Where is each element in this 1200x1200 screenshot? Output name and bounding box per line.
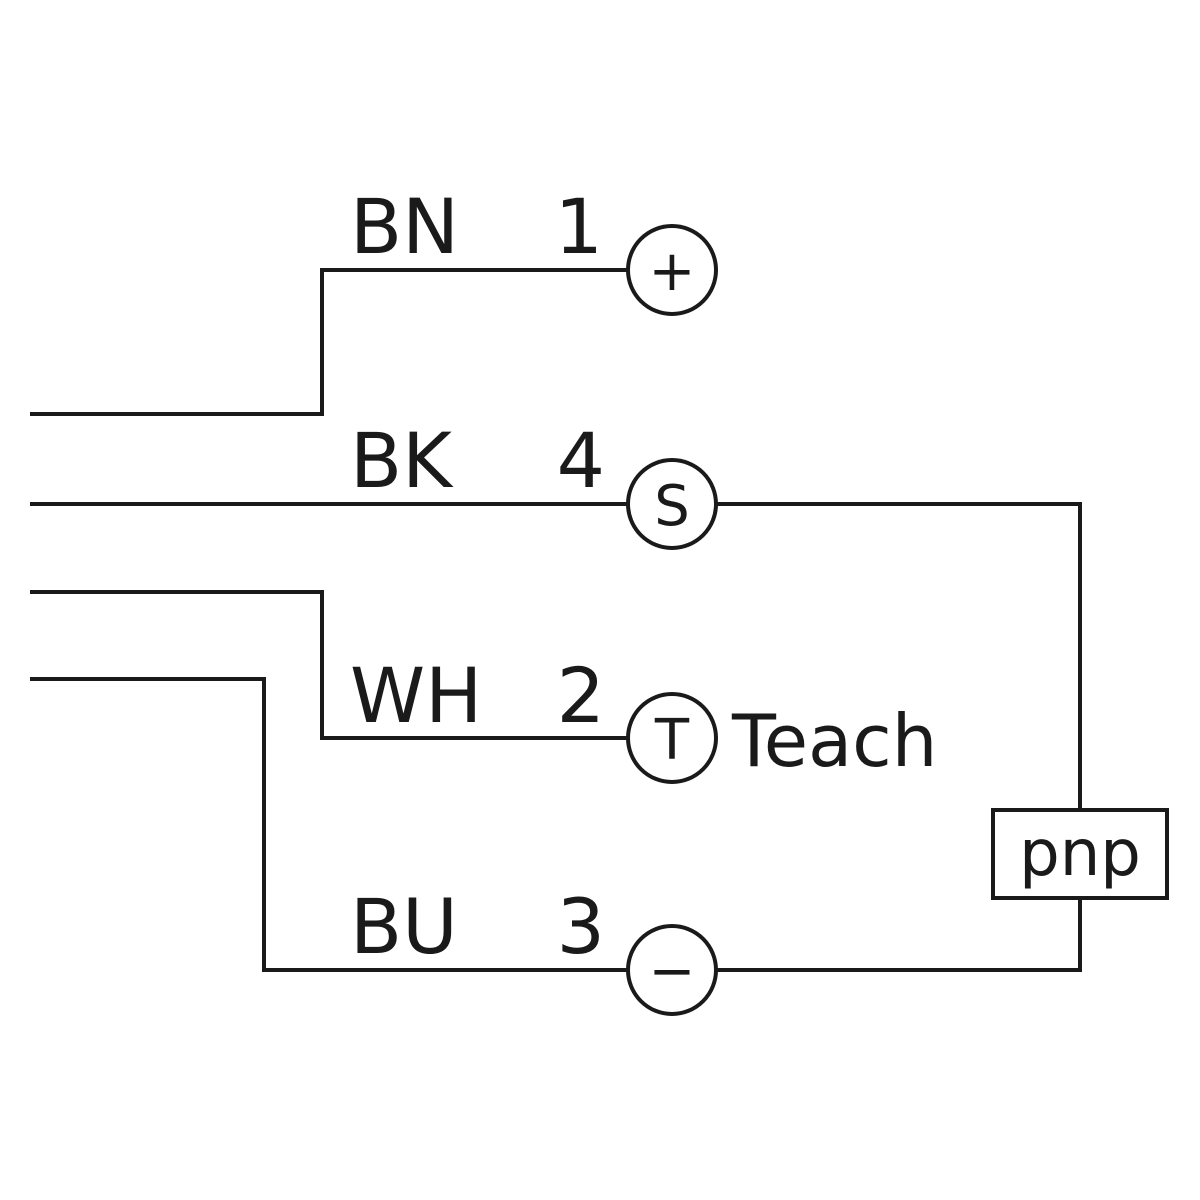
pin-number-1: 1	[555, 182, 603, 271]
terminal-t-ring	[626, 692, 718, 784]
terminal-minus-ring	[626, 924, 718, 1016]
wire-output-s	[717, 502, 1082, 810]
terminal-plus: +	[626, 224, 718, 316]
wire-color-bn: BN	[350, 182, 459, 271]
terminal-t: T	[626, 692, 718, 784]
wire-output-minus	[717, 898, 1082, 972]
pnp-label: pnp	[1019, 817, 1141, 891]
wire-wh	[30, 590, 627, 740]
pin-number-2: 2	[557, 651, 605, 740]
wire-color-bu: BU	[350, 882, 458, 971]
terminal-plus-ring	[626, 224, 718, 316]
terminal-t-symbol: T	[654, 708, 690, 773]
wire-color-wh: WH	[350, 651, 482, 740]
pnp-output-box	[991, 808, 1169, 900]
pin-number-3: 3	[557, 882, 605, 971]
terminal-s-ring	[626, 458, 718, 550]
terminal-minus-symbol: −	[649, 939, 696, 1004]
wire-bu	[30, 677, 627, 972]
pin-number-4: 4	[557, 416, 605, 505]
wire-color-bk: BK	[350, 416, 454, 505]
terminal-s-symbol: S	[654, 474, 690, 539]
teach-label: Teach	[731, 699, 937, 783]
wire-bn	[30, 268, 627, 416]
terminal-minus: −	[626, 924, 718, 1016]
terminal-s: S	[626, 458, 718, 550]
terminal-plus-symbol: +	[649, 239, 696, 304]
